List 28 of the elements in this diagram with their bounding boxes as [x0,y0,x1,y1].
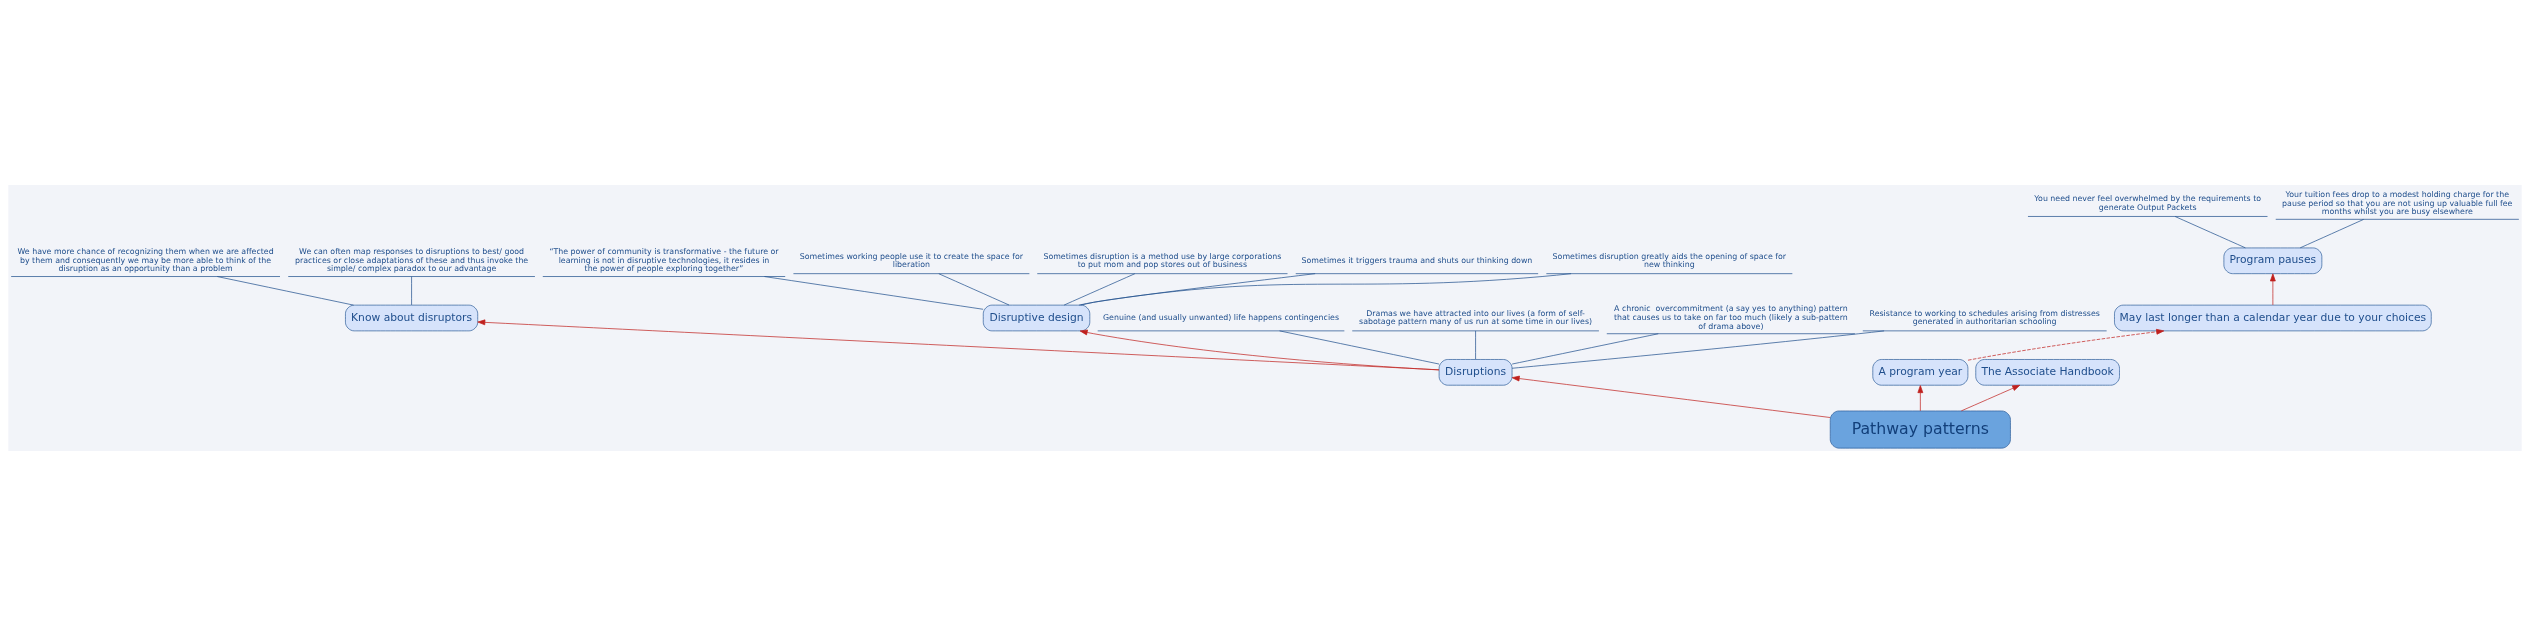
connector [2299,218,2364,248]
connector [216,275,354,305]
connector [411,275,412,305]
arrow [477,319,1440,370]
arrow [1960,384,2021,411]
node-box: Program pauses [2223,247,2323,274]
node-box: Pathway patterns [1829,410,2011,448]
arrow [2270,273,2276,305]
node-box: Disruptive design [982,304,1091,331]
connector [1279,330,1440,364]
connector [2174,215,2246,248]
connector [1475,330,1476,360]
connector [938,272,1010,305]
connector [1063,272,1136,305]
node-box: A program year [1872,358,1969,386]
connector [1080,272,1316,305]
connector [1078,272,1572,305]
node-box: Know about disruptors [345,304,479,331]
node-box: May last longer than a calendar year due to your choices [2114,304,2432,331]
node-box: Disruptions [1438,358,1513,386]
arrow [1079,329,1440,370]
arrow [1917,384,1924,411]
connector [1511,332,1659,364]
node-box: The Associate Handbook [1975,358,2120,386]
connector [1511,330,1885,369]
arrow [1967,328,2165,361]
arrow [1511,375,1831,418]
connector [764,275,984,310]
